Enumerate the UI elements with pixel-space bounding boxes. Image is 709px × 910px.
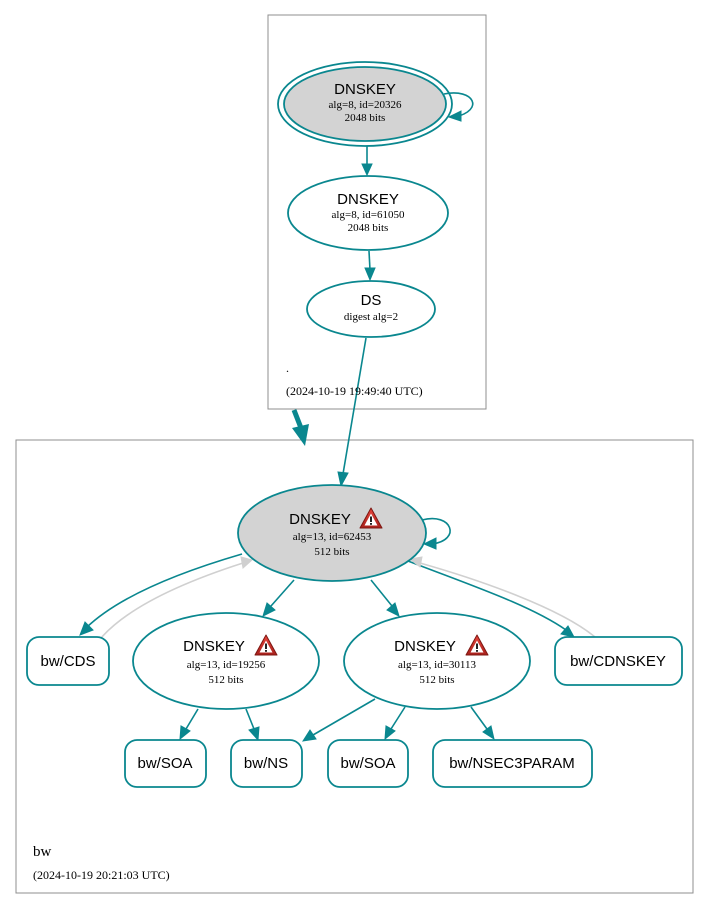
- edge-ksk-zsk2: [370, 579, 400, 617]
- edge-zsk1-soa1: [179, 708, 199, 741]
- node-bw-ksk[interactable]: DNSKEY alg=13, id=62453 512 bits: [237, 484, 427, 582]
- node-key-size: 2048 bits: [345, 112, 386, 124]
- node-label: bw/CDS: [40, 653, 95, 670]
- node-bw-zsk-30113[interactable]: DNSKEY alg=13, id=30113 512 bits: [343, 612, 531, 710]
- edge-ds-bw-ksk: [337, 337, 367, 488]
- edge-ksk-cdnskey: [407, 560, 575, 638]
- node-key-size: 512 bits: [419, 674, 454, 686]
- zone-bw-name: bw: [33, 844, 52, 860]
- edge-cds-ksk-gray: [100, 556, 254, 639]
- node-label: bw/NS: [244, 755, 288, 772]
- zone-root-timestamp: (2024-10-19 19:49:40 UTC): [286, 384, 423, 398]
- node-label: bw/NSEC3PARAM: [449, 755, 575, 772]
- node-bw-cdnskey[interactable]: bw/CDNSKEY: [554, 636, 683, 686]
- node-bw-cds[interactable]: bw/CDS: [26, 636, 110, 686]
- node-key-size: 512 bits: [314, 546, 349, 558]
- delegation-arrow: [291, 409, 309, 446]
- node-title: DNSKEY: [337, 191, 399, 208]
- node-root-ds[interactable]: DS digest alg=2: [306, 280, 436, 338]
- zone-root-name: .: [286, 361, 289, 375]
- node-alg-id: alg=13, id=19256: [187, 659, 266, 671]
- edge-zsk1-ns: [245, 708, 260, 742]
- node-label: bw/CDNSKEY: [570, 653, 666, 670]
- node-alg-id: alg=8, id=20326: [329, 99, 402, 111]
- node-title: DNSKEY: [183, 638, 245, 655]
- node-root-ksk[interactable]: DNSKEY alg=8, id=20326 2048 bits: [277, 61, 453, 147]
- node-title: DNSKEY: [289, 511, 351, 528]
- node-alg-id: alg=13, id=62453: [293, 531, 372, 543]
- edge-zsk2-ns: [301, 698, 376, 742]
- edge-zsk2-soa2: [384, 706, 406, 741]
- edge-cdnskey-ksk-gray: [408, 556, 596, 638]
- edge-root-ksk-zsk: [361, 146, 373, 177]
- node-bw-soa-2[interactable]: bw/SOA: [327, 739, 409, 788]
- node-bw-ns[interactable]: bw/NS: [230, 739, 303, 788]
- node-key-size: 2048 bits: [348, 222, 389, 234]
- edge-root-zsk-ds: [364, 250, 376, 282]
- node-bw-nsec3param[interactable]: bw/NSEC3PARAM: [432, 739, 593, 788]
- node-bw-zsk-19256[interactable]: DNSKEY alg=13, id=19256 512 bits: [132, 612, 320, 710]
- edge-ksk-cds: [79, 553, 243, 636]
- edge-zsk2-nsec3param: [470, 706, 495, 741]
- node-label: bw/SOA: [340, 755, 395, 772]
- edge-bw-ksk-self: [421, 517, 451, 550]
- node-label: bw/SOA: [137, 755, 192, 772]
- node-alg-id: alg=8, id=61050: [332, 209, 405, 221]
- edge-ksk-zsk1: [262, 579, 295, 617]
- node-root-zsk[interactable]: DNSKEY alg=8, id=61050 2048 bits: [287, 175, 449, 251]
- node-bw-soa-1[interactable]: bw/SOA: [124, 739, 207, 788]
- edge-root-ksk-self: [443, 92, 474, 122]
- node-title: DNSKEY: [334, 81, 396, 98]
- node-alg-id: alg=13, id=30113: [398, 659, 476, 671]
- node-key-size: 512 bits: [208, 674, 243, 686]
- node-title: DNSKEY: [394, 638, 456, 655]
- node-title: DS: [361, 292, 382, 309]
- node-digest-alg: digest alg=2: [344, 311, 398, 323]
- zone-bw-timestamp: (2024-10-19 20:21:03 UTC): [33, 868, 170, 882]
